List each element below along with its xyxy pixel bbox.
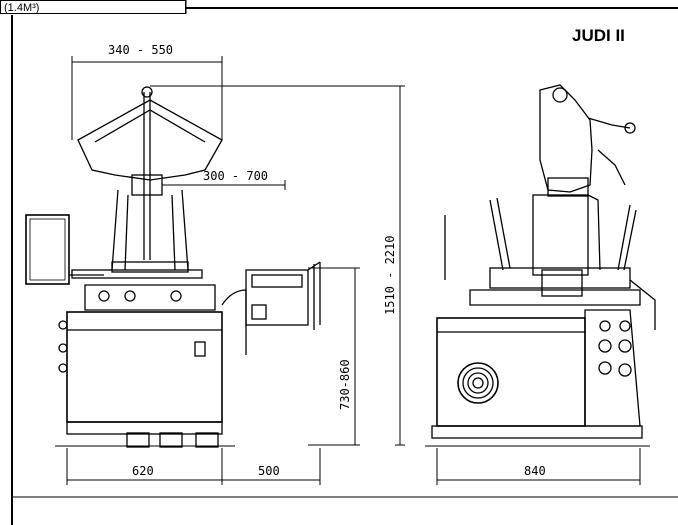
side-dimension-lines [436, 448, 641, 485]
dim-top-width: 340 - 550 [108, 43, 173, 57]
dim-total-height: 1510 - 2210 [383, 236, 397, 315]
dim-side-depth: 840 [524, 464, 546, 478]
front-view [25, 86, 321, 448]
side-view [425, 84, 656, 447]
dim-extension: 500 [258, 464, 280, 478]
dim-table-height: 730-860 [338, 359, 352, 410]
caption-text: (1.4M³) [4, 2, 40, 14]
caption-box: (1.4M³) [0, 0, 186, 14]
dim-base-width: 620 [132, 464, 154, 478]
drawing-frame [11, 0, 678, 525]
machine-title: JUDI II [572, 26, 625, 45]
front-dimension-lines [66, 56, 405, 485]
dim-reach: 300 - 700 [203, 169, 268, 183]
